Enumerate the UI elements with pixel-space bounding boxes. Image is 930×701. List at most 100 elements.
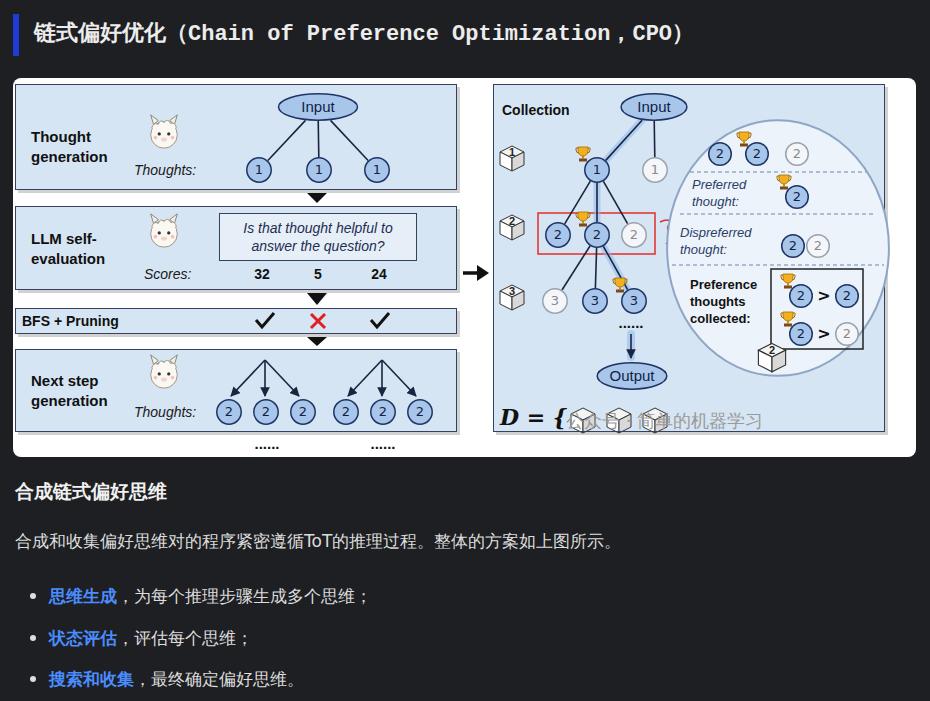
thought-circle: 1 [584,157,610,183]
score: 24 [371,265,387,283]
thought-number: 3 [591,293,599,309]
text-holder: 2 [708,142,732,166]
text-holder: Thoughts: [134,161,196,179]
thought-number: 2 [262,404,270,420]
text-holder: 合成和收集偏好思维对的程序紧密遵循ToT的推理过程。整体的方案如上图所示。 [15,529,621,553]
thought-circle: 2 [789,284,813,308]
thought-circle: 2 [835,284,859,308]
text-holder: 2 [216,399,242,425]
thought-number: 2 [716,146,724,162]
comparison-sign: > [817,325,830,343]
bullet-keyword: 搜索和收集 [49,667,134,691]
text-holder: ...... [618,315,643,331]
text-holder: 24 [371,265,387,283]
watermark: 公众号 · 简单的机器学习 [566,410,763,432]
text-holder: 32 [254,265,270,283]
band-heading: BFS + Pruning [22,312,119,330]
thought-number: 2 [797,288,805,304]
trophy-icon [776,174,792,192]
thought-number: 2 [789,238,797,254]
thought-circle: 2 [216,399,242,425]
text-holder: Is that thought helpful to answer the qu… [226,214,410,260]
text-holder: ，最终确定偏好思维。 [134,667,304,691]
callout-number: 2 [509,215,515,227]
node-label: Scores: [144,265,191,283]
terminal-oval: Input [619,93,689,121]
node-label: Thoughts: [134,403,196,421]
question-box: Is that thought helpful to answer the qu… [219,213,417,261]
thought-circle: 2 [781,234,805,258]
process-band: BFS + Pruning [15,308,457,334]
process-band: Thought generationThoughts:Input111 [15,84,457,190]
text-holder: ，评估每个思维； [117,626,253,650]
text-holder: 状态评估 [49,626,117,650]
node-label: Preference thoughts collected: [690,276,766,327]
panel-fill [15,308,457,334]
text-holder: > [817,287,830,305]
text-holder: Input [619,93,689,121]
big-arrow [463,265,489,281]
llama-icon [151,115,178,388]
text-holder: 2 [781,234,805,258]
text-holder: Preferred thought: [692,176,766,210]
bullet-text: ，最终确定偏好思维。 [134,667,304,691]
zoom-ellipse: Preferred thought: Dispreferred thought: P… [660,112,896,384]
thought-number: 2 [379,404,387,420]
node-label: Preferred thought: [692,176,766,210]
thought-circle: 1 [306,157,332,183]
text-holder: Dispreferred thought: [680,224,772,258]
thought-circle: 2 [545,222,571,248]
thought-number: 2 [753,146,761,162]
title-bar [13,14,19,56]
score: 32 [254,265,270,283]
thought-number: 1 [593,162,601,178]
thought-circle: 2 [333,399,359,425]
text-holder: 2 [806,234,830,258]
thought-number: 2 [554,227,562,243]
thought-number: 3 [630,293,638,309]
thought-circle: 2 [789,322,813,346]
ellipsis: ...... [618,315,643,331]
text-holder: 2 [545,222,571,248]
terminal-oval: Output [595,362,669,390]
text-holder: 2 [835,322,859,346]
trophy-icon [780,273,796,291]
divider-line [672,172,884,265]
text-holder: 2 [835,284,859,308]
thought-number: 2 [843,288,851,304]
bullet-dot [30,593,36,682]
node-label: Input [301,98,334,116]
flow-arrow [307,193,327,203]
flow-arrow [307,337,327,346]
thought-circle: 1 [642,157,668,183]
text-holder: 2 [745,142,769,166]
thought-number: 1 [315,162,323,178]
thought-circle: 2 [745,142,769,166]
tree-connector [606,120,642,160]
trophy-icon [575,211,591,229]
trophy-icon [780,311,796,329]
thought-circle: 2 [290,399,316,425]
text-holder: Preference thoughts collected: [690,276,766,327]
text-holder: 2 [253,399,279,425]
node-label: Thoughts: [134,161,196,179]
band-heading: LLM self-evaluation [31,229,123,269]
thought-circle: 2 [708,142,732,166]
thought-number: 2 [416,404,424,420]
thought-number: 2 [225,404,233,420]
thought-number: 2 [299,404,307,420]
text-holder: 1 [584,157,610,183]
ellipsis: ...... [254,436,279,452]
thought-number: 2 [793,189,801,205]
text-holder: ...... [370,436,395,452]
collected-box [771,269,863,349]
cube-icon [500,146,667,433]
tree-connector [597,183,598,222]
text-holder: 1 [642,157,668,183]
tree-connector [603,246,627,289]
thought-circle: 2 [835,322,859,346]
text-holder: BFS + Pruning [22,312,119,330]
text-holder: Next step generation [31,371,123,411]
